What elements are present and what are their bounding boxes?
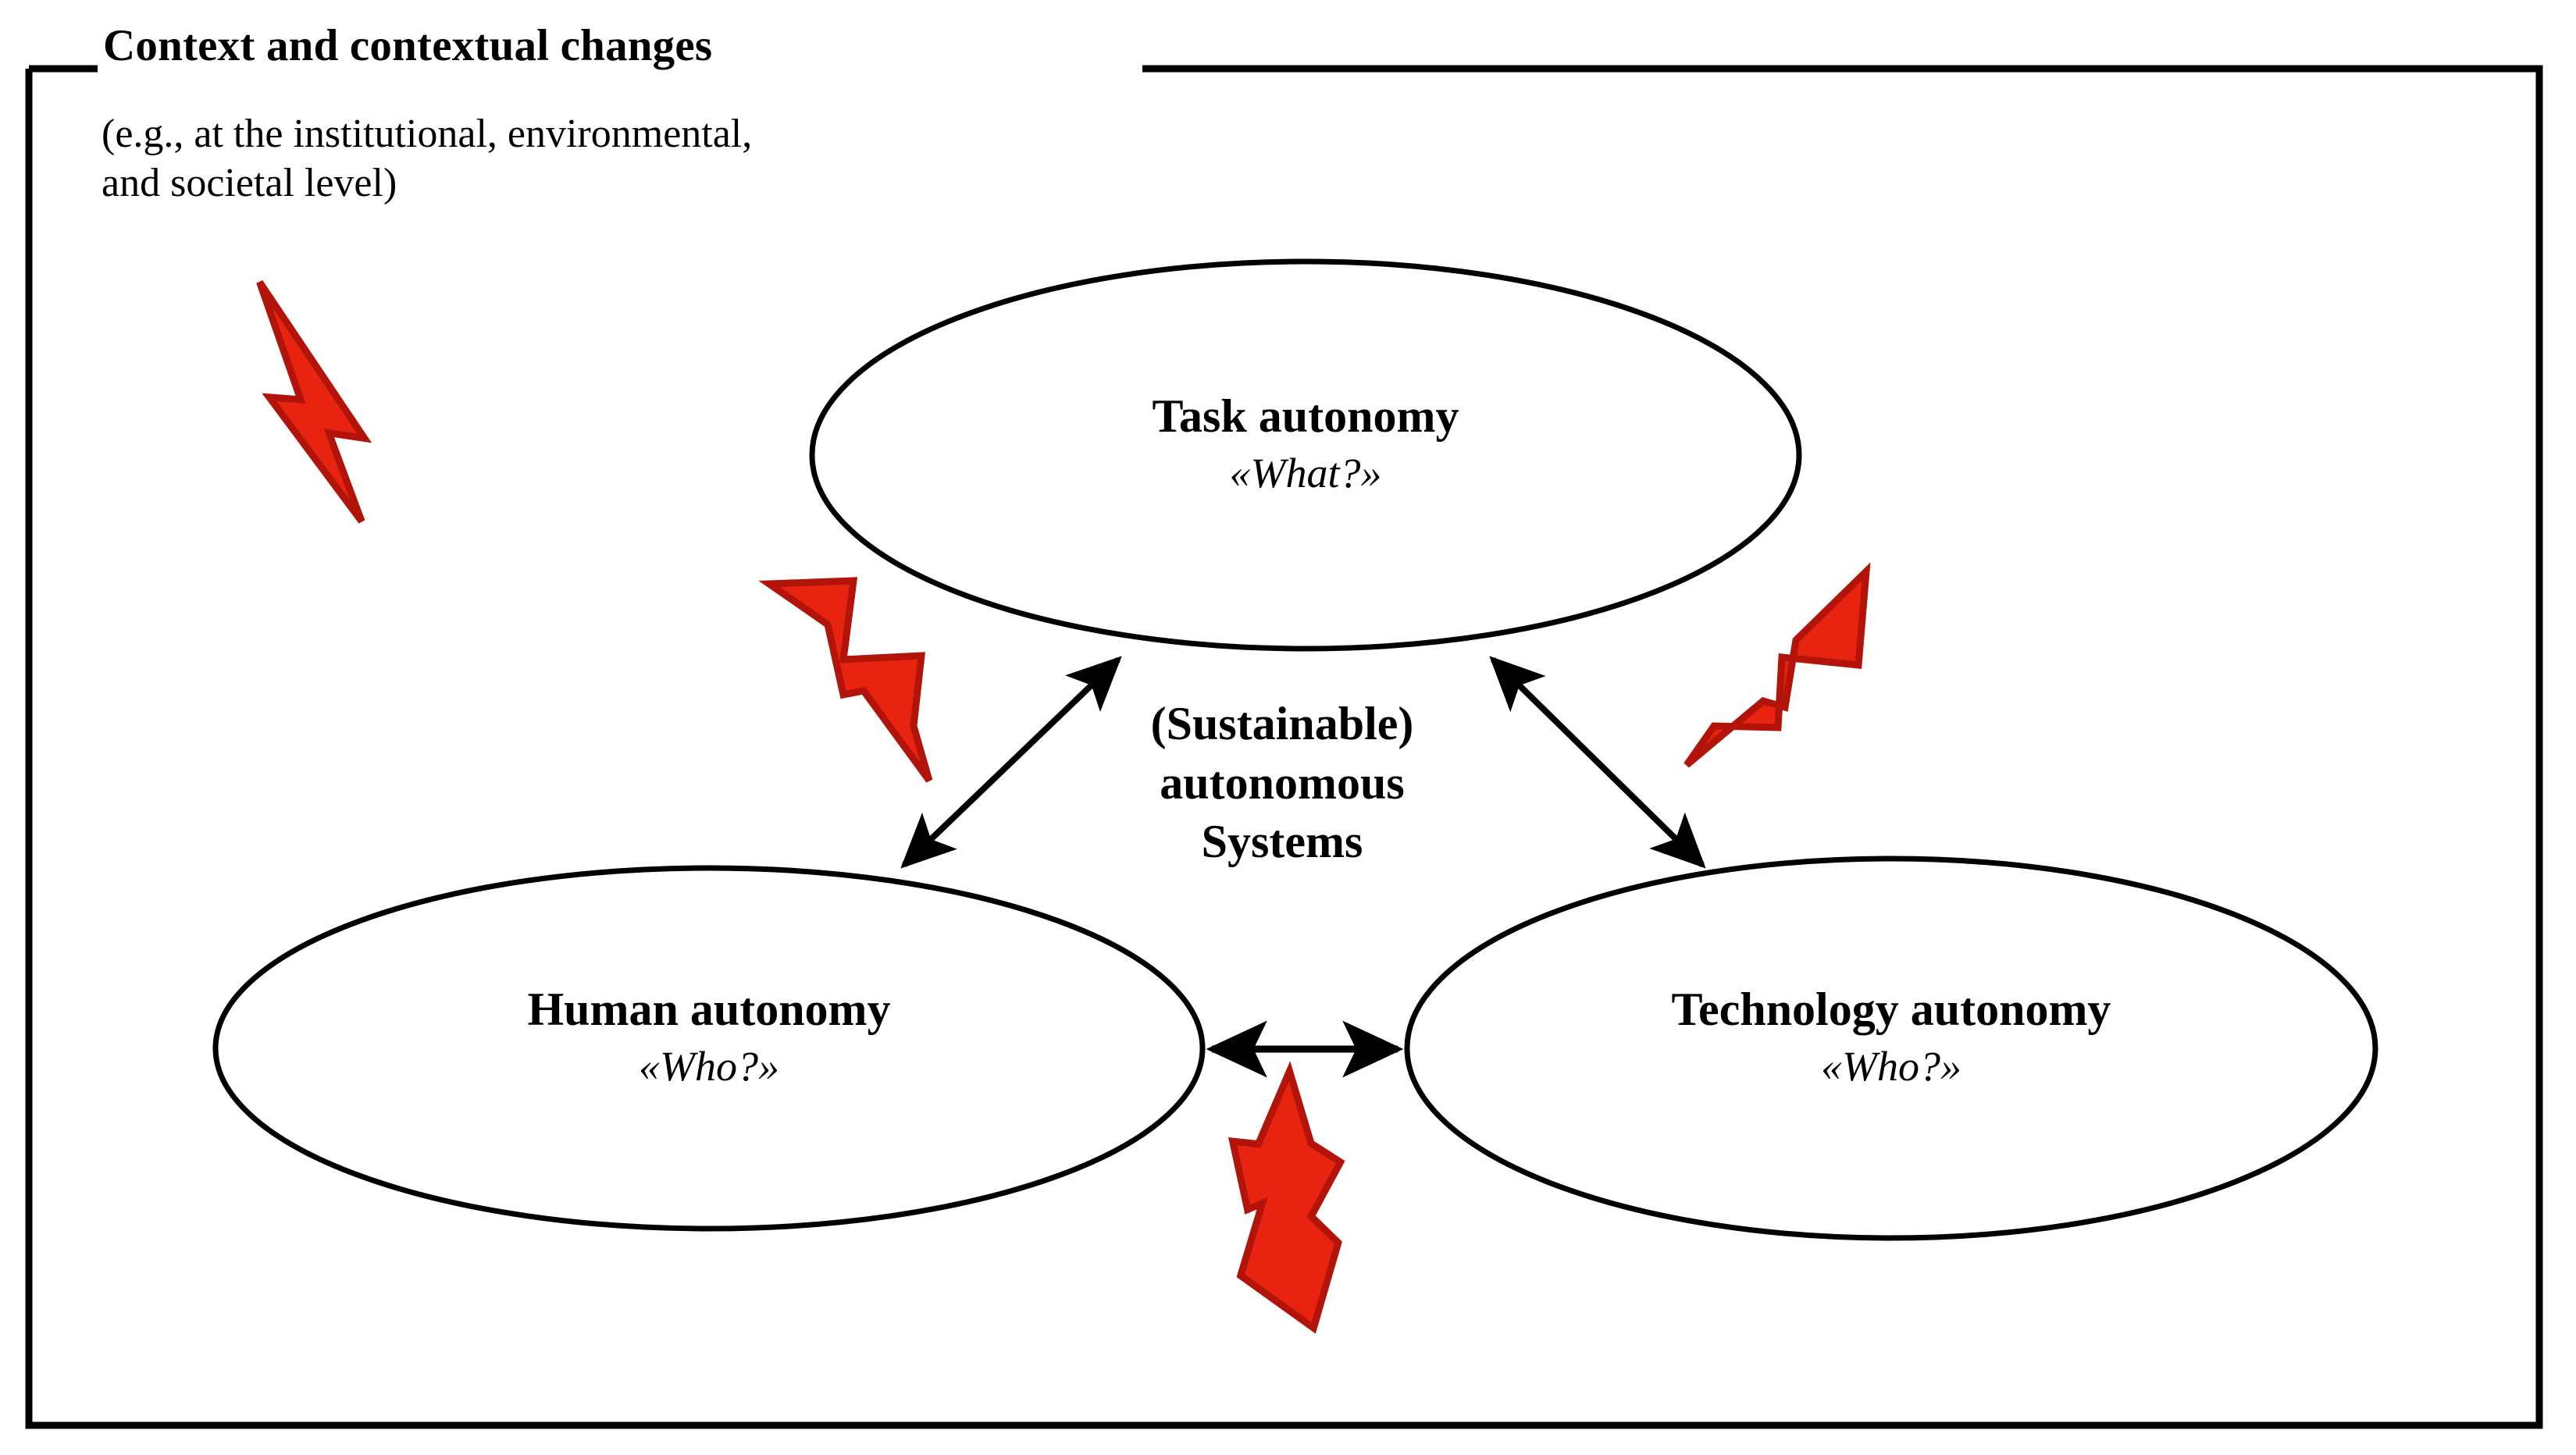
node-label-technology[interactable]: Technology autonomy «Who?» [1415, 982, 2368, 1092]
frame-subtitle-line-1: (e.g., at the institutional, environment… [102, 112, 753, 156]
bolt-mid-right-icon [1683, 562, 1871, 768]
bolt-mid-left-icon [758, 577, 933, 783]
node-title-human: Human autonomy [527, 984, 891, 1035]
outer-frame [25, 65, 2543, 1429]
node-label-human[interactable]: Human autonomy «Who?» [225, 982, 1193, 1092]
connector-task-human [900, 656, 1122, 869]
node-subtitle-task: «What?» [1229, 449, 1382, 496]
center-line-3: Systems [1201, 816, 1363, 868]
connector-task-technology [1489, 656, 1706, 869]
node-ellipse-human[interactable] [212, 865, 1206, 1232]
node-title-technology: Technology autonomy [1671, 984, 2111, 1035]
node-subtitle-technology: «Who?» [1821, 1042, 1961, 1090]
frame-subtitle-line-2: and societal level) [102, 161, 397, 206]
center-line-2: autonomous [1160, 756, 1405, 809]
frame-subtitle: (e.g., at the institutional, environment… [102, 109, 1210, 208]
node-ellipse-task[interactable] [809, 258, 1802, 652]
node-title-task: Task autonomy [1152, 390, 1459, 442]
center-line-1: (Sustainable) [1150, 698, 1414, 749]
node-label-task[interactable]: Task autonomy «What?» [821, 389, 1790, 499]
center-label: (Sustainable) autonomous Systems [1040, 695, 1524, 872]
node-subtitle-human: «Who?» [639, 1042, 779, 1090]
node-ellipse-technology[interactable] [1404, 856, 2378, 1241]
bolt-top-left-icon [256, 279, 372, 524]
bolt-bottom-center-icon [1227, 1061, 1345, 1334]
frame-title: Context and contextual changes [103, 21, 713, 70]
